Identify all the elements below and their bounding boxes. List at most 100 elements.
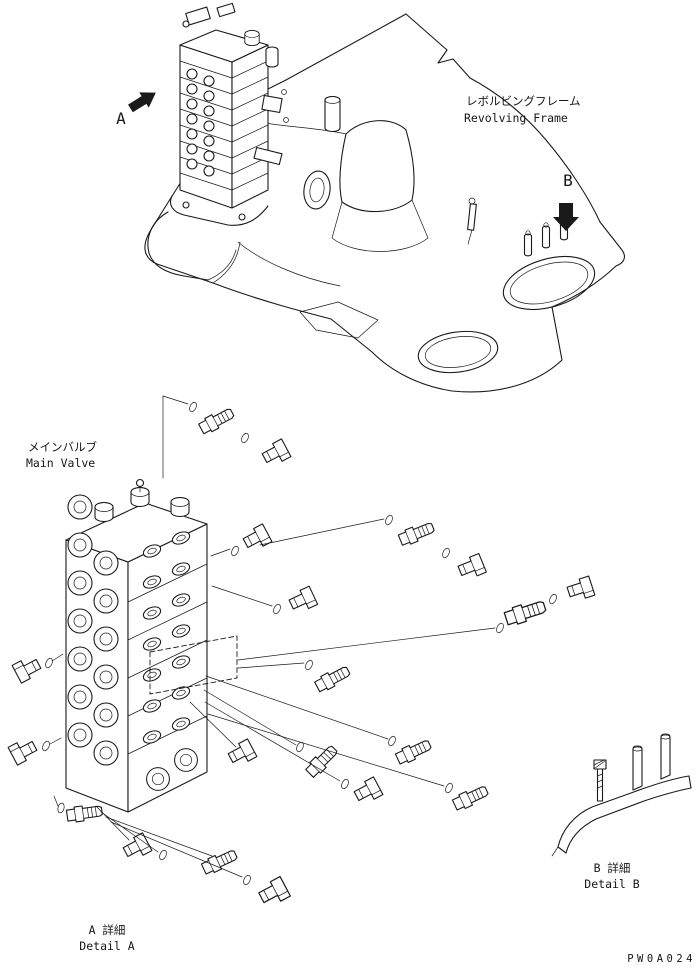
main-valve-drawing: [65, 478, 238, 813]
fittings-field: [7, 395, 596, 910]
frame-edge: [437, 49, 471, 79]
fitting-straight: [65, 802, 104, 824]
o-ring: [241, 873, 253, 887]
assembly-base: [169, 195, 269, 226]
label-main-valve-en: Main Valve: [26, 456, 95, 470]
o-ring: [339, 777, 351, 791]
detail-b-plate-end: [688, 775, 692, 789]
frame-edge: [265, 79, 287, 91]
leader-line: [189, 701, 237, 748]
fitting-elbow: [456, 552, 487, 582]
fitting-straight: [397, 519, 437, 548]
valve-cap: [170, 496, 190, 518]
bolt-thread: [597, 779, 603, 783]
assembly-section-lines: [179, 60, 269, 191]
frame-hole: [303, 170, 331, 210]
valve-cap: [94, 501, 114, 523]
leader-line: [51, 653, 64, 662]
view-b-arrow-icon: [553, 203, 579, 231]
leader-line: [207, 713, 445, 787]
o-ring: [443, 781, 455, 795]
floor-hole: [417, 330, 499, 374]
boss-stud: [523, 230, 533, 257]
leader-line: [105, 816, 213, 857]
o-ring: [383, 513, 395, 527]
assembly-side-bracket: [253, 146, 283, 166]
assembly-top-part: [185, 6, 211, 26]
valve-section-lines: [127, 563, 208, 755]
detail-b-boss-inner: [509, 261, 589, 305]
o-ring: [303, 658, 315, 672]
detail-b-plate-edge: [565, 787, 692, 854]
assembly-base-bolt: [238, 213, 246, 221]
fitting-straight: [200, 846, 240, 877]
fitting-elbow: [11, 653, 44, 684]
bolt-shank: [596, 768, 604, 802]
label-revolving-frame-jp: レボルビングフレーム: [466, 94, 581, 108]
frame-cylinder-top: [324, 96, 341, 104]
view-b-letter: B: [563, 171, 573, 190]
hose-nipple-top: [632, 746, 643, 752]
frame-edge: [551, 221, 625, 308]
fitting-straight: [394, 736, 434, 767]
label-detail-b-jp: B 詳細: [594, 861, 631, 875]
view-a-arrow-icon: [128, 92, 156, 113]
hose-nipple: [632, 745, 643, 791]
assembly-top-knob: [182, 20, 190, 28]
console-outline: [339, 133, 347, 203]
o-ring: [386, 734, 398, 748]
bolt-head-hatch: [593, 759, 605, 766]
leader-line: [49, 737, 62, 745]
bolt-thread: [597, 785, 603, 789]
fitting-straight: [197, 405, 237, 437]
console-outline: [341, 199, 413, 213]
label-detail-b-en: Detail B: [584, 877, 639, 891]
assembly-side-cylinder: [265, 46, 279, 68]
text-labels: レボルビングフレーム Revolving Frame メインバルブ Main V…: [26, 94, 696, 965]
o-ring: [43, 656, 55, 670]
leader-line: [237, 627, 496, 661]
fitting-adapter: [502, 597, 548, 628]
label-detail-a-en: Detail A: [79, 939, 134, 953]
fitting-elbow: [7, 735, 40, 766]
fitting-elbow: [259, 438, 292, 469]
o-ring: [56, 802, 66, 814]
o-ring: [157, 848, 169, 862]
o-ring: [187, 400, 199, 414]
valve-dashed-group-box: [149, 635, 238, 695]
detail-b-drawing: [551, 733, 692, 857]
detail-b-plate-end: [557, 846, 567, 854]
frame-stud: [467, 203, 477, 231]
assembly-base-bolt: [182, 201, 190, 209]
leader-line: [551, 846, 559, 857]
view-b-annotation: B: [553, 171, 579, 231]
valve-assembly-drawing: [169, 2, 289, 226]
floor-hole-inner: [424, 336, 492, 368]
valve-bottom-port: [146, 767, 170, 791]
frame-crease: [257, 121, 347, 135]
frame-cylinder: [324, 95, 341, 133]
fitting-elbow: [225, 738, 258, 769]
frame-crease: [212, 241, 241, 284]
frame-edge: [469, 77, 601, 223]
assembly-side-block: [261, 94, 283, 114]
assembly-top-part: [216, 2, 236, 18]
frame-bracket: [147, 211, 209, 281]
bolt-head-hatch: [594, 760, 606, 769]
drawing-number: PW0A024: [627, 953, 696, 965]
bolt-thread: [597, 773, 603, 777]
o-ring: [494, 621, 506, 635]
frame-hole-inner: [309, 177, 325, 203]
hose-nipple: [660, 733, 671, 780]
view-a-letter: A: [116, 109, 126, 128]
leader-line: [110, 821, 243, 878]
fitting-elbow: [565, 575, 596, 604]
fitting-straight: [313, 663, 353, 695]
view-a-annotation: A: [116, 92, 156, 128]
frame-edge: [285, 13, 407, 81]
leader-line: [205, 675, 389, 740]
detail-b-plate-edge: [557, 775, 690, 848]
valve-right-face: [127, 523, 208, 813]
leader-line: [259, 518, 385, 546]
